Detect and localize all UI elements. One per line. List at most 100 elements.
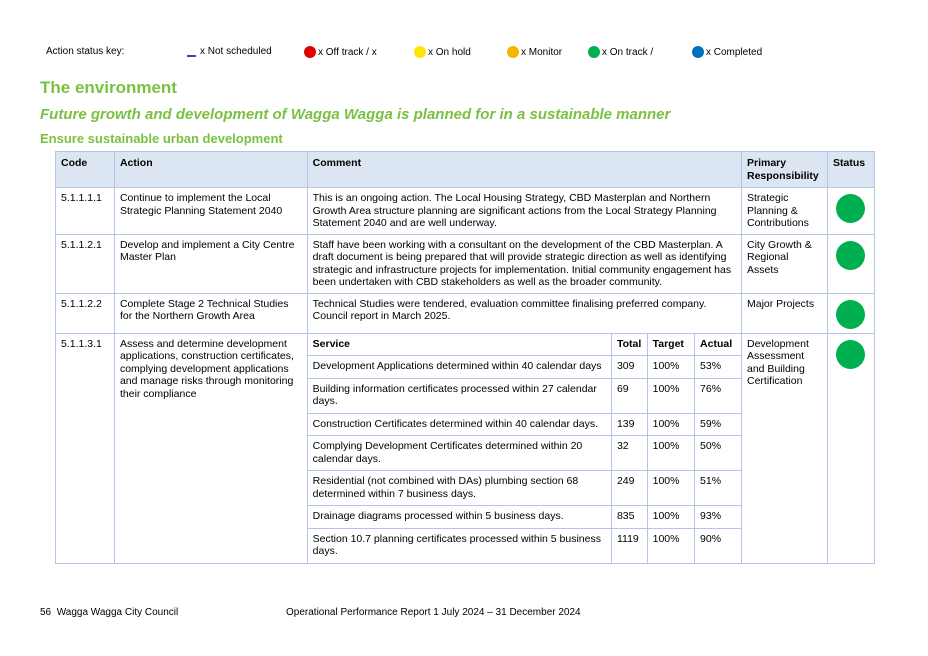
total-header: Total xyxy=(610,333,648,356)
service-name: Development Applications determined with… xyxy=(307,355,612,379)
on-track-status-icon xyxy=(836,339,866,369)
orange-circle-icon xyxy=(507,46,519,58)
action-description: Assess and determine development applica… xyxy=(113,332,308,564)
yellow-circle-icon xyxy=(414,46,426,58)
service-actual: 53% xyxy=(694,355,741,379)
service-row: Complying Development Certificates deter… xyxy=(307,435,741,471)
primary-responsibility: Development Assessment and Building Cert… xyxy=(741,332,828,564)
red-circle-icon xyxy=(304,46,316,58)
status-key-item-label: x Monitor xyxy=(521,46,563,58)
service-total: 139 xyxy=(610,413,648,436)
service-header: Service xyxy=(307,333,612,356)
status-cell xyxy=(826,233,876,294)
primary-responsibility: Strategic Planning & Contributions xyxy=(741,187,828,235)
column-header-action: Action xyxy=(113,151,308,188)
status-key-item-label: x Completed xyxy=(706,46,763,58)
actual-header: Actual xyxy=(694,333,741,356)
footer-organisation: Wagga Wagga City Council xyxy=(56,607,179,618)
service-row: Construction Certificates determined wit… xyxy=(307,413,741,436)
action-code: 5.1.1.1.1 xyxy=(55,187,115,235)
page-heading: The environment xyxy=(40,78,177,97)
column-header-code: Code xyxy=(55,151,115,188)
blue-circle-icon xyxy=(692,46,704,58)
primary-responsibility: City Growth & Regional Assets xyxy=(741,233,828,294)
on-track-status-icon xyxy=(836,240,866,270)
action-code: 5.1.1.2.2 xyxy=(55,292,115,334)
table-row: 5.1.1.2.1 Develop and implement a City C… xyxy=(55,233,876,294)
status-key-on-hold: x On hold xyxy=(414,46,471,58)
service-row: Residential (not combined with DAs) plum… xyxy=(307,470,741,506)
actions-table: Code Action Comment Primary Responsibili… xyxy=(55,151,876,564)
action-comment: This is an ongoing action. The Local Hou… xyxy=(306,187,743,235)
green-circle-icon xyxy=(588,46,600,58)
column-header-comment: Comment xyxy=(306,151,743,188)
page-number: 56 xyxy=(40,607,52,618)
not-scheduled-dash-icon xyxy=(187,54,196,57)
service-total: 69 xyxy=(610,378,648,414)
service-metrics-cell: Service Total Target Actual Development … xyxy=(306,332,743,564)
status-key-on-track: x On track / xyxy=(588,46,653,58)
service-actual: 76% xyxy=(694,378,741,414)
target-header: Target xyxy=(646,333,695,356)
service-row: Building information certificates proces… xyxy=(307,378,741,414)
table-row: 5.1.1.3.1 Assess and determine developme… xyxy=(55,332,876,564)
service-row: Section 10.7 planning certificates proce… xyxy=(308,528,741,563)
service-target: 100% xyxy=(646,528,695,563)
service-name: Complying Development Certificates deter… xyxy=(307,435,612,471)
service-actual: 93% xyxy=(694,505,741,529)
service-name: Section 10.7 planning certificates proce… xyxy=(312,532,601,558)
service-total: 249 xyxy=(610,470,648,506)
status-key-label: Action status key: xyxy=(46,46,125,57)
service-target: 100% xyxy=(646,355,695,379)
service-total: 835 xyxy=(610,505,648,529)
service-name: Drainage diagrams processed within 5 bus… xyxy=(307,505,612,529)
service-actual: 51% xyxy=(694,470,741,506)
status-key-item-label: x Not scheduled xyxy=(200,46,272,57)
status-cell xyxy=(826,292,876,334)
on-track-status-icon xyxy=(836,299,866,329)
status-key-item-label: x On track / xyxy=(602,46,654,58)
service-target: 100% xyxy=(646,413,695,436)
table-row: 5.1.1.2.2 Complete Stage 2 Technical Stu… xyxy=(55,292,876,334)
status-key-monitor: x Monitor xyxy=(507,46,562,58)
action-comment: Staff have been working with a consultan… xyxy=(306,233,743,294)
status-key-completed: x Completed xyxy=(692,46,762,58)
page-subheading: Future growth and development of Wagga W… xyxy=(40,106,671,123)
service-header-row: Service Total Target Actual xyxy=(307,333,741,356)
service-actual: 90% xyxy=(694,528,741,563)
page-footer: 56 Wagga Wagga City Council Operational … xyxy=(40,607,581,618)
status-key-not-scheduled: x Not scheduled xyxy=(187,46,272,57)
action-status-key: Action status key: x Not scheduled x Off… xyxy=(0,44,928,60)
action-code: 5.1.1.3.1 xyxy=(55,332,115,564)
service-metrics-table: Service Total Target Actual Development … xyxy=(307,333,741,563)
column-header-primary-responsibility: Primary Responsibility xyxy=(741,151,828,188)
on-track-status-icon xyxy=(836,194,866,223)
service-actual: 50% xyxy=(694,435,741,471)
action-description: Continue to implement the Local Strategi… xyxy=(113,187,308,235)
service-total: 1119 xyxy=(610,528,648,563)
service-name: Building information certificates proces… xyxy=(307,378,612,414)
service-name: Construction Certificates determined wit… xyxy=(307,413,612,436)
service-total: 32 xyxy=(610,435,648,471)
service-target: 100% xyxy=(646,505,695,529)
service-total: 309 xyxy=(610,355,648,379)
column-header-status: Status xyxy=(826,151,876,188)
table-header-row: Code Action Comment Primary Responsibili… xyxy=(55,151,876,188)
status-cell xyxy=(826,187,876,235)
service-name: Residential (not combined with DAs) plum… xyxy=(307,470,612,506)
status-key-item-label: x On hold xyxy=(428,46,471,58)
service-target: 100% xyxy=(646,378,695,414)
status-key-off-track: x Off track / x xyxy=(304,46,377,58)
primary-responsibility: Major Projects xyxy=(741,292,828,334)
service-target: 100% xyxy=(646,470,695,506)
status-cell xyxy=(826,332,876,564)
action-description: Complete Stage 2 Technical Studies for t… xyxy=(113,292,308,334)
service-target: 100% xyxy=(646,435,695,471)
action-comment: Technical Studies were tendered, evaluat… xyxy=(306,292,743,334)
action-code: 5.1.1.2.1 xyxy=(55,233,115,294)
service-row: Drainage diagrams processed within 5 bus… xyxy=(307,505,741,529)
footer-report-title: Operational Performance Report 1 July 20… xyxy=(286,607,581,618)
section-heading: Ensure sustainable urban development xyxy=(40,131,283,146)
action-description: Develop and implement a City Centre Mast… xyxy=(113,233,308,294)
service-actual: 59% xyxy=(694,413,741,436)
